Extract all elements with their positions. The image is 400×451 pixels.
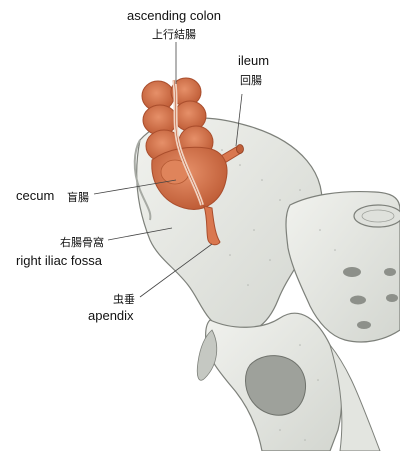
obturator-foramen (245, 355, 307, 416)
label-ileum-en: ileum (238, 53, 270, 68)
label-appendix-jp: 虫垂 (113, 294, 135, 306)
bone-texture (221, 149, 336, 441)
acetabulum (196, 329, 218, 381)
sacrum (285, 191, 400, 343)
sacral-foramen (384, 268, 396, 276)
leader-right-iliac-fossa (107, 227, 173, 241)
label-cecum-en: cecum (16, 188, 55, 203)
label-cecum-jp: 盲腸 (67, 192, 89, 204)
leader-ileum (235, 93, 243, 147)
label-ileum-jp: 回腸 (240, 75, 262, 87)
sacral-foramen (357, 321, 371, 329)
sacral-foramen (386, 294, 398, 302)
label-appendix-en: apendix (88, 308, 134, 323)
inferior-pubic-ramus (329, 344, 381, 451)
label-ascending-colon-en: ascending colon (127, 8, 221, 23)
leader-cecum (93, 179, 177, 195)
appendix (203, 205, 221, 246)
leader-appendix (139, 243, 213, 298)
label-right-iliac-fossa-en: right iliac fossa (16, 253, 102, 268)
sacral-foramen (343, 267, 361, 277)
sacral-promontory (353, 204, 400, 228)
label-right-iliac-fossa-jp: 右腸骨窩 (60, 237, 104, 249)
sacral-foramen (350, 295, 366, 305)
iliac-crest (133, 139, 152, 221)
leader-lines (93, 42, 243, 298)
label-ascending-colon-jp: 上行結腸 (152, 29, 196, 41)
